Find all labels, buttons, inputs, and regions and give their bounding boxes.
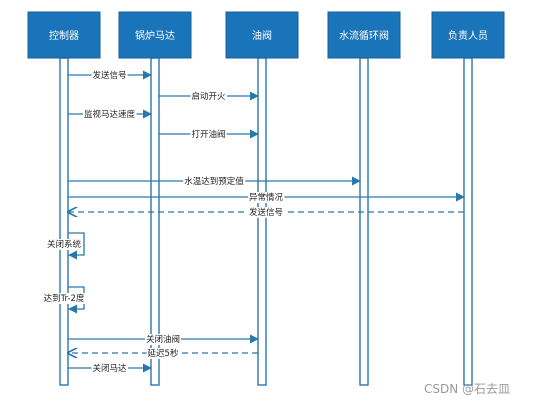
message-label: 关闭油阀 — [146, 334, 180, 345]
watermark: CSDN @石去皿 — [424, 382, 511, 396]
participant-box-valve — [225, 11, 299, 59]
message-6: 异常情况 — [68, 192, 465, 203]
participant-label-valve: 油阀 — [252, 29, 272, 42]
participant-box-pump — [327, 11, 401, 59]
message-label-bg — [45, 239, 83, 250]
message-label-bg — [190, 91, 227, 102]
message-label-bg — [247, 207, 285, 218]
lifeline-pump — [359, 57, 369, 386]
message-label: 发送信号 — [249, 207, 283, 218]
message-4: 打开油阀 — [159, 129, 259, 140]
message-label-bg — [190, 129, 227, 140]
message-2: 启动开火 — [159, 91, 259, 102]
message-label-bg — [183, 176, 246, 187]
message-5: 水温达到预定值 — [68, 176, 361, 187]
lifeline-valve — [257, 57, 267, 386]
participant-box-controller — [27, 11, 101, 59]
message-label: 关闭系统 — [47, 239, 82, 250]
self-message-arrow — [68, 232, 85, 260]
message-7: 发送信号 — [68, 207, 464, 218]
message-label: 异常情况 — [249, 192, 284, 203]
message-label-bg — [247, 192, 285, 203]
participant-label-boiler: 锅炉马达 — [135, 30, 175, 42]
participant-label-controller: 控制器 — [49, 29, 79, 42]
message-11: 延迟5秒 — [68, 348, 258, 359]
message-label-bg — [91, 70, 128, 81]
participant-box-operator — [431, 11, 505, 59]
message-label-bg — [144, 334, 182, 345]
message-label: 达到Tr-2度 — [44, 293, 85, 304]
message-10: 关闭油阀 — [68, 334, 259, 345]
message-label-bg — [42, 293, 86, 304]
message-label: 启动开火 — [191, 91, 226, 102]
message-label: 发送信号 — [92, 70, 126, 81]
message-label-bg — [82, 109, 137, 120]
lifeline-controller — [59, 57, 69, 386]
lifeline-operator — [463, 57, 473, 386]
participant-box-boiler — [118, 11, 192, 59]
message-3: 监视马达速度 — [68, 109, 152, 120]
participant-label-pump: 水流循环阀 — [339, 29, 389, 42]
message-label: 打开油阀 — [191, 129, 225, 140]
message-label-bg — [91, 363, 128, 374]
message-1: 发送信号 — [68, 70, 152, 81]
message-8: 关闭系统 — [45, 232, 85, 260]
message-label: 水温达到预定值 — [184, 176, 244, 187]
message-12: 关闭马达 — [68, 363, 152, 374]
message-label: 监视马达速度 — [84, 109, 136, 120]
message-label-bg — [146, 348, 180, 359]
message-label: 关闭马达 — [92, 363, 127, 374]
participant-label-operator: 负责人员 — [448, 29, 488, 42]
message-label: 延迟5秒 — [148, 348, 179, 359]
message-9: 达到Tr-2度 — [42, 286, 86, 314]
